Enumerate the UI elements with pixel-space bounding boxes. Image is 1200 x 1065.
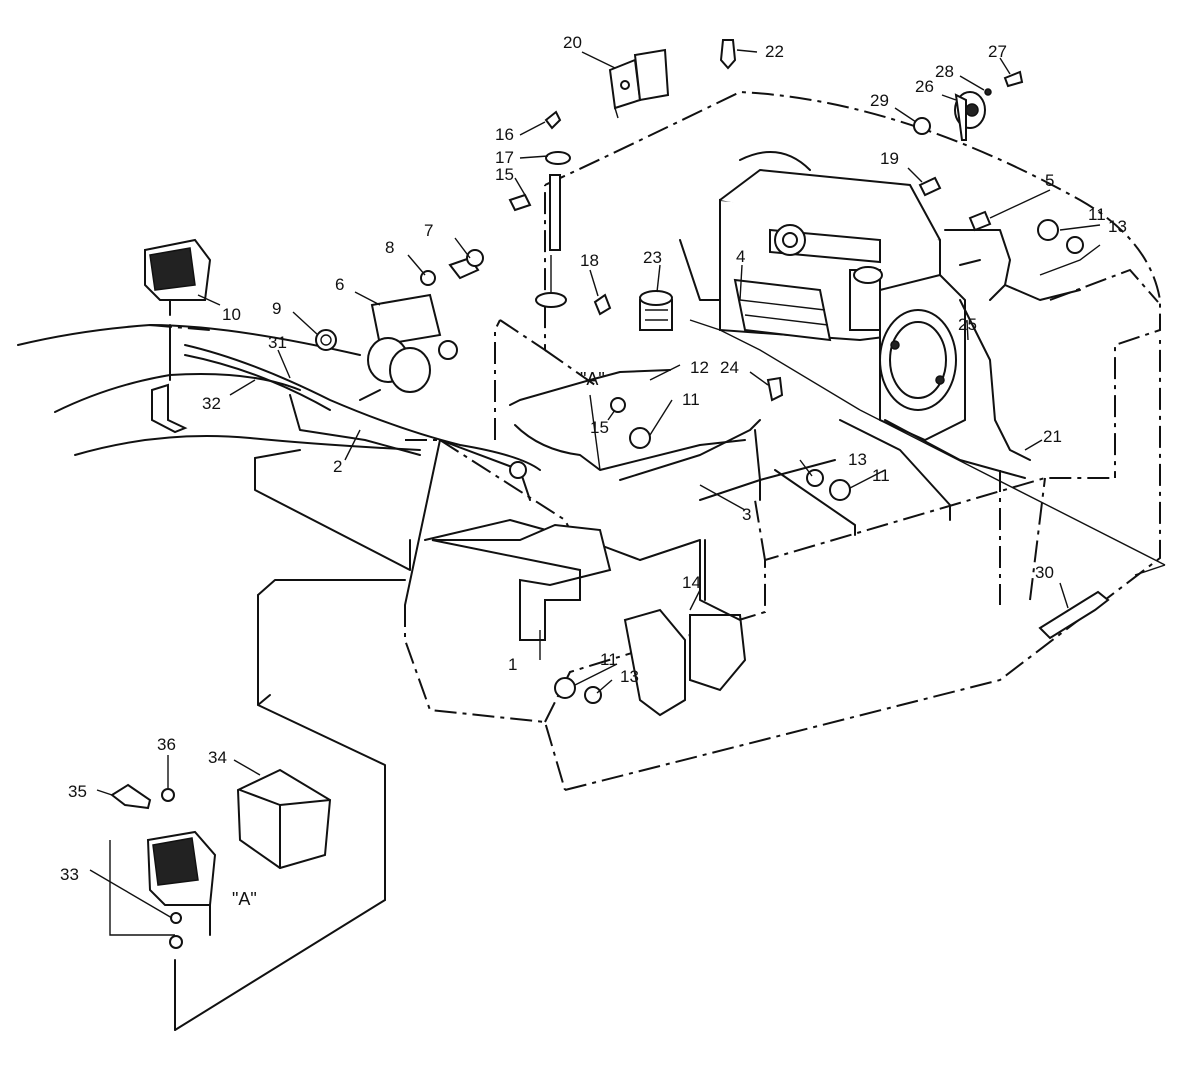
callout-3: 3: [742, 505, 751, 524]
callout-34: 34: [208, 748, 227, 767]
operator-station-outline: [17, 324, 421, 1031]
callout-13-a: 13: [1108, 217, 1127, 236]
dipstick-assembly: [508, 110, 571, 308]
detail-marker-a-upper: "A": [580, 369, 605, 389]
callout-9: 9: [272, 299, 281, 318]
callout-15-a: 15: [495, 165, 514, 184]
washer-15-lower: [610, 397, 626, 413]
bolt-7: [448, 249, 484, 280]
callout-13-b: 13: [848, 450, 867, 469]
callout-25: 25: [958, 315, 977, 334]
callout-2: 2: [333, 457, 342, 476]
callout-22: 22: [765, 42, 784, 61]
callout-29: 29: [870, 91, 889, 110]
callout-19: 19: [880, 149, 899, 168]
callout-28: 28: [935, 62, 954, 81]
lower-frame: [404, 439, 747, 717]
bolt-35: [110, 783, 152, 810]
callout-18: 18: [580, 251, 599, 270]
nut-9: [315, 329, 337, 351]
nut-11-group: [509, 219, 1059, 699]
switch-26: [954, 70, 1024, 141]
washer-13-group: [584, 236, 1084, 704]
callout-12: 12: [690, 358, 709, 377]
callout-7: 7: [424, 221, 433, 240]
sensor-24: [766, 376, 784, 402]
sensor-18: [593, 293, 612, 316]
callout-10: 10: [222, 305, 241, 324]
wiring-harness: [184, 151, 1166, 621]
callout-27: 27: [988, 42, 1007, 61]
callout-26: 26: [915, 77, 934, 96]
callout-6: 6: [335, 275, 344, 294]
sensor-19: [918, 176, 942, 197]
starter-relay-20: [608, 48, 670, 119]
callout-8: 8: [385, 238, 394, 257]
callout-13-c: 13: [620, 667, 639, 686]
callout-35: 35: [68, 782, 87, 801]
relay-mount-6: [367, 293, 458, 393]
solenoid-23: [639, 290, 673, 331]
callout-16: 16: [495, 125, 514, 144]
washer-36: [161, 788, 175, 802]
connector-5: [968, 210, 992, 232]
callout-11-a: 11: [1088, 205, 1106, 224]
work-light-10: [144, 238, 212, 434]
glow-plug-30: [1038, 590, 1110, 640]
cover-34: [236, 768, 332, 870]
work-light-33: [146, 830, 217, 949]
callout-21: 21: [1043, 427, 1062, 446]
callout-33: 33: [60, 865, 79, 884]
callout-14: 14: [682, 573, 701, 592]
callout-11-c: 11: [872, 466, 890, 485]
engine-block: [719, 168, 966, 442]
callout-24: 24: [720, 358, 739, 377]
sender-22: [719, 39, 737, 70]
callout-32: 32: [202, 394, 221, 413]
callout-15-b: 15: [590, 418, 609, 437]
callout-labels: 1 2 3 4 5 6 7 8 9 10 11 11 11 11 12 13 1…: [60, 33, 1127, 909]
callout-31: 31: [268, 333, 287, 352]
callout-20: 20: [563, 33, 582, 52]
nut-29: [913, 117, 931, 135]
callout-1: 1: [508, 655, 517, 674]
callout-36: 36: [157, 735, 176, 754]
parts: [110, 39, 1110, 949]
leader-lines: [89, 49, 1101, 919]
callout-23: 23: [643, 248, 662, 267]
callout-11-d: 11: [600, 650, 618, 669]
callout-5: 5: [1045, 171, 1054, 190]
callout-4: 4: [736, 247, 745, 266]
callout-17: 17: [495, 148, 514, 167]
callout-11-b: 11: [682, 390, 700, 409]
detail-marker-a-lower: "A": [232, 889, 257, 909]
callout-30: 30: [1035, 563, 1054, 582]
